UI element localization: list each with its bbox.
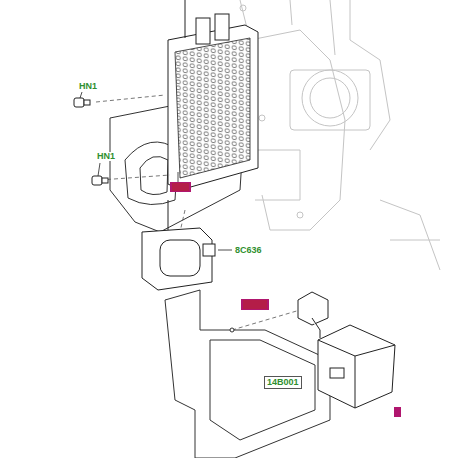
relay-bracket: [298, 292, 328, 338]
bolts: [74, 98, 108, 185]
ecu-module: [168, 0, 258, 190]
callout-number: HN1: [78, 82, 98, 91]
callout-number: 14B001: [267, 378, 299, 387]
sensor: [142, 200, 215, 290]
control-module: [318, 325, 395, 408]
callout-number: 8C636: [234, 246, 263, 255]
lower-bracket: [165, 290, 330, 458]
highlight-marks: [170, 182, 401, 417]
engine-background: [240, 0, 440, 270]
part-number-box: 14B001: [264, 376, 302, 389]
callout-number: HN1: [96, 152, 116, 161]
